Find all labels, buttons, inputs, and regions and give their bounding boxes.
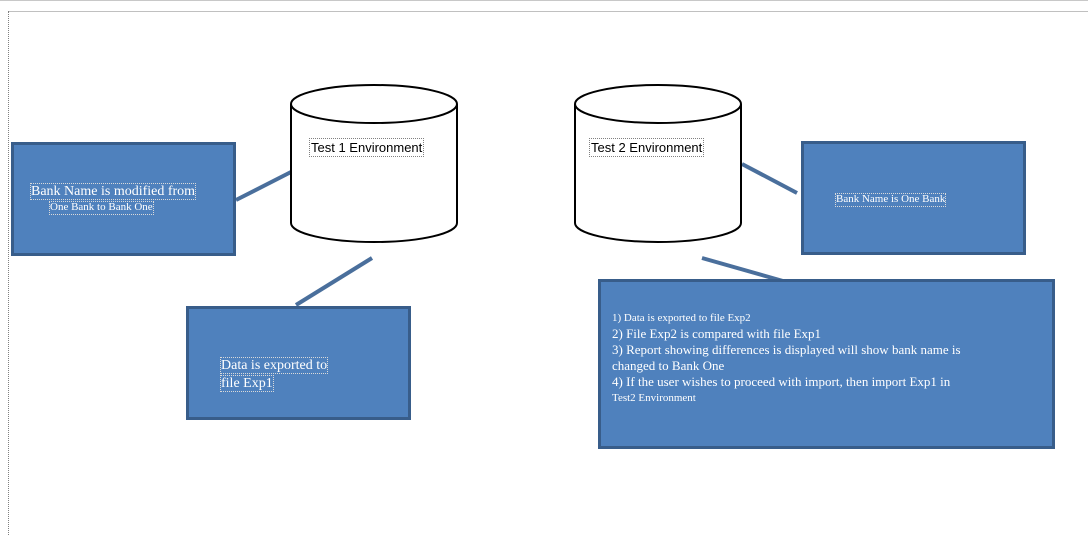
connector-box1-to-db1 (235, 170, 292, 202)
database-label-test1: Test 1 Environment (309, 138, 425, 157)
note-bank-name-modified-line1: Bank Name is modified from (30, 183, 197, 201)
connector-db1-to-box2 (294, 256, 374, 307)
step-line-1: 1) Data is exported to file Exp2 (612, 312, 751, 324)
page-top-border (8, 11, 1088, 12)
step-line-2: 2) File Exp2 is compared with file Exp1 (612, 326, 822, 341)
note-import-steps-list: 1) Data is exported to file Exp2 2) File… (612, 310, 961, 406)
note-data-exported-exp1-line2: file Exp1 (220, 375, 274, 393)
step-line-4: changed to Bank One (612, 358, 725, 373)
database-cylinder-test1 (290, 84, 458, 243)
note-bank-name-modified-line2: One Bank to Bank One (49, 201, 154, 215)
connector-db2-to-box3 (741, 162, 798, 195)
note-data-exported-exp1: Data is exported to file Exp1 (186, 306, 411, 420)
note-bank-name-is-one-bank-text: Bank Name is One Bank (835, 193, 947, 207)
step-line-6: Test2 Environment (612, 392, 696, 404)
database-label-test2: Test 2 Environment (589, 138, 705, 157)
database-cylinder-test2 (574, 84, 742, 243)
connector-db2-to-box4 (701, 256, 791, 285)
note-bank-name-modified: Bank Name is modified from One Bank to B… (11, 142, 236, 256)
note-bank-name-is-one-bank: Bank Name is One Bank (801, 141, 1026, 255)
step-line-5: 4) If the user wishes to proceed with im… (612, 374, 951, 389)
note-data-exported-exp1-line1: Data is exported to (220, 357, 329, 375)
note-import-steps: 1) Data is exported to file Exp2 2) File… (598, 279, 1055, 449)
page-left-margin-line (8, 11, 9, 535)
step-line-3: 3) Report showing differences is display… (612, 342, 961, 357)
